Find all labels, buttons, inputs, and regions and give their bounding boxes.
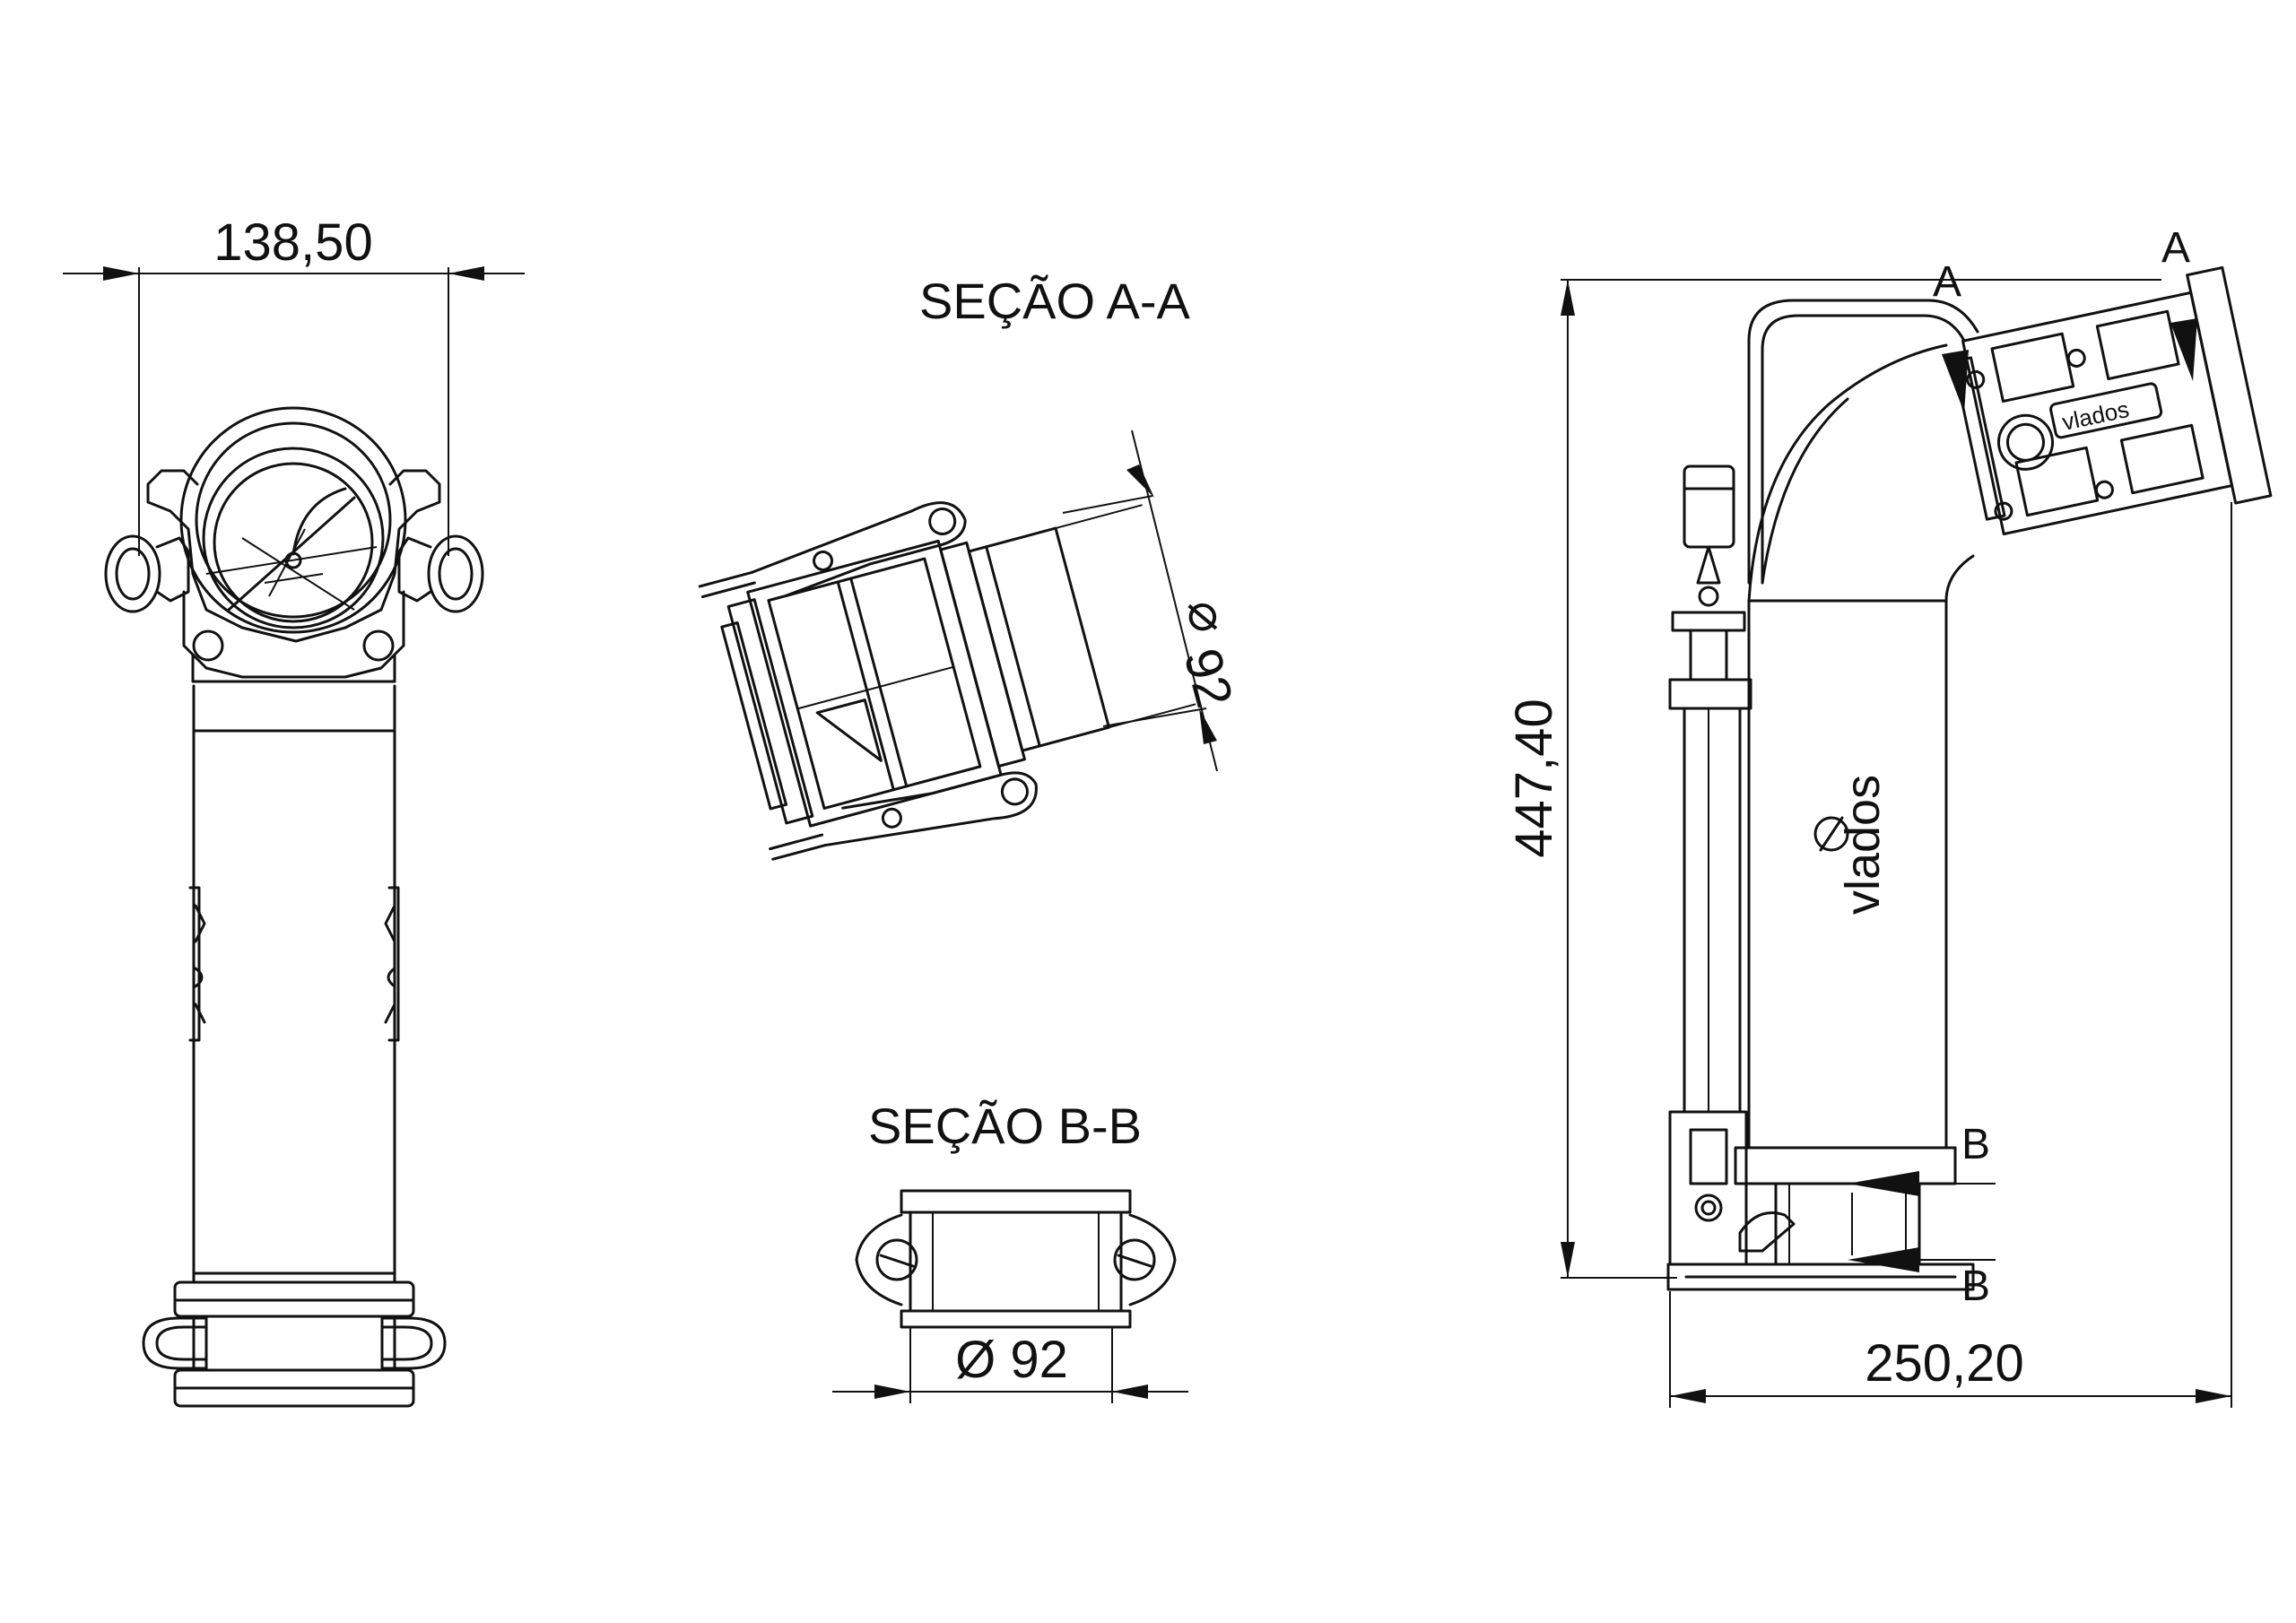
section-a-diameter-value: 92 bbox=[1172, 643, 1243, 714]
section-b-b: SEÇÃO B-B Ø 92 bbox=[832, 1098, 1188, 1403]
section-b-part bbox=[855, 1189, 1177, 1329]
section-b-title: SEÇÃO B-B bbox=[868, 1098, 1142, 1154]
cut-a-right-label: A bbox=[2161, 224, 2190, 272]
section-b-diameter-dimension: Ø 92 bbox=[832, 1327, 1188, 1403]
section-a-title: SEÇÃO A-A bbox=[919, 273, 1191, 329]
section-b-diameter-label: Ø 92 bbox=[955, 1331, 1068, 1389]
front-view: 138,50 bbox=[63, 213, 525, 1408]
side-height-dimension: 447,40 bbox=[1505, 279, 2161, 1279]
section-a-part bbox=[698, 501, 1196, 861]
front-width-label: 138,50 bbox=[213, 213, 372, 272]
side-width-dimension: 250,20 bbox=[1669, 502, 2232, 1408]
front-top-coupling bbox=[104, 406, 484, 683]
side-height-label: 447,40 bbox=[1505, 699, 1563, 857]
side-main-body: vlados bbox=[1747, 299, 1979, 1150]
section-a-diameter-dimension: ⌀ 92 bbox=[1062, 430, 1244, 772]
cut-a-left-label: A bbox=[1933, 258, 1961, 306]
side-left-pipe bbox=[1668, 464, 1752, 1266]
front-bottom-coupling bbox=[142, 1280, 447, 1408]
front-width-dimension: 138,50 bbox=[63, 213, 525, 556]
side-width-label: 250,20 bbox=[1865, 1334, 2023, 1393]
side-bottom-coupling bbox=[1666, 1146, 1996, 1291]
cut-a-left-arrow bbox=[1942, 350, 1969, 412]
side-view: 447,40 250,20 A A B B vlados bbox=[1505, 224, 2273, 1408]
side-top-coupling: vlados bbox=[1952, 265, 2273, 536]
cut-a-right-arrow bbox=[2170, 318, 2197, 381]
front-body-tube bbox=[188, 684, 400, 1284]
section-a-diameter-symbol: ⌀ bbox=[1177, 598, 1238, 634]
section-a-a: SEÇÃO A-A bbox=[698, 273, 1244, 861]
cut-b-bottom-label: B bbox=[1961, 1263, 1990, 1310]
cut-b-top-label: B bbox=[1961, 1121, 1990, 1168]
